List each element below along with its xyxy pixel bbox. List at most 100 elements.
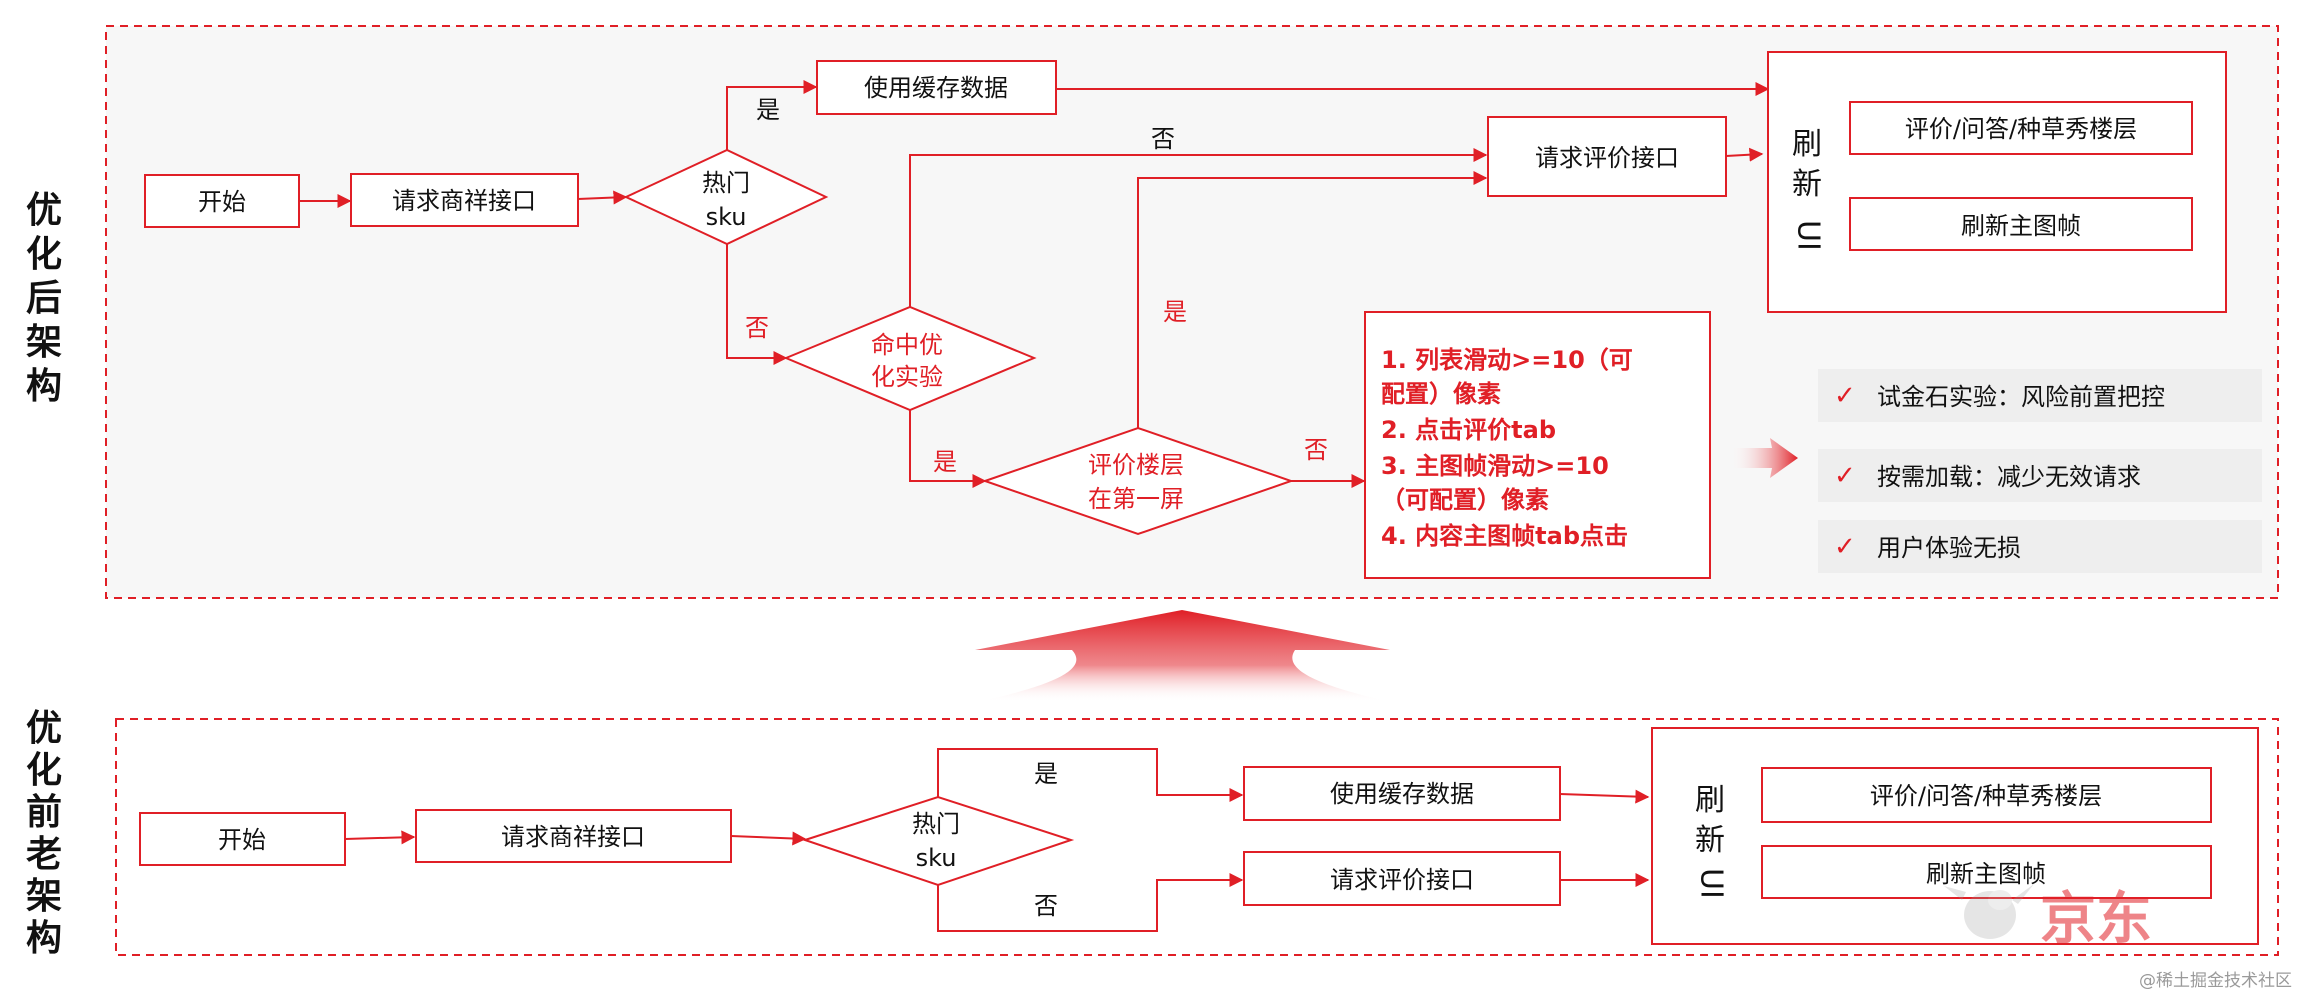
opt-hot-sku-decision [623, 148, 829, 246]
side-title-char: 优 [26, 190, 62, 231]
side-title-char: 优 [26, 708, 62, 749]
upgrade-arrow-icon [975, 610, 1390, 702]
benefit-item [1818, 369, 2262, 422]
opt-refresh-main-frame-node [1849, 197, 2193, 251]
legacy-request-product-label: 请求商祥接口 [501, 823, 645, 851]
opt-experiment-yes-label: 是 [933, 448, 957, 476]
watermark: @稀土掘金技术社区 [2139, 971, 2292, 991]
legacy-yes-label: 是 [1034, 760, 1058, 788]
check-icon: ✓ [1834, 532, 1856, 562]
edge-request-to-hot [577, 190, 628, 205]
condition-line: （可配置）像素 [1381, 486, 1549, 514]
edge-hot-yes-to-cache [726, 80, 818, 150]
legacy-start-node [139, 812, 346, 866]
benefit-item [1818, 449, 2262, 502]
side-title-char: 架 [26, 322, 62, 363]
opt-request-product-node [350, 173, 579, 227]
opt-hot-no-label: 否 [745, 314, 769, 342]
legacy-hot-sku-label-line1: 热门 [912, 810, 960, 838]
opt-refresh-ui-container [1767, 51, 2227, 313]
legacy-review-qa-floor-node [1761, 767, 2212, 823]
benefit-text: 试金石实验：风险前置把控 [1877, 383, 2165, 411]
edge-start-to-request [344, 830, 416, 845]
opt-floor-decision [981, 426, 1295, 536]
legacy-use-cache-label: 使用缓存数据 [1330, 780, 1474, 808]
opt-floor-label-line1: 评价楼层 [1088, 451, 1184, 479]
benefit-pointer-arrow [1730, 438, 1798, 478]
opt-refresh-main-frame-label: 刷新主图帧 [1961, 212, 2081, 240]
opt-request-review-node [1487, 116, 1727, 197]
legacy-refresh-ui-title: 刷 新 UI [1694, 783, 1729, 899]
legacy-connectors [344, 748, 1650, 932]
legacy-request-product-node [415, 809, 732, 863]
jd-logo: 京东 [2040, 887, 2152, 952]
optimized-side-title: 优 化 后 架 构 [26, 190, 62, 407]
opt-use-cache-label: 使用缓存数据 [864, 74, 1008, 102]
side-title-char: 前 [26, 792, 62, 833]
check-icon: ✓ [1834, 381, 1856, 411]
side-title-char: 构 [26, 366, 62, 407]
opt-refresh-ui-title: 刷 新 UI [1791, 127, 1826, 251]
side-title-char: 构 [26, 918, 62, 959]
legacy-refresh-main-frame-node [1761, 845, 2212, 899]
opt-conditions-box [1364, 311, 1711, 579]
refresh-ui-char: 新 [1695, 823, 1725, 858]
opt-experiment-no-label: 否 [1151, 125, 1175, 153]
benefit-text: 用户体验无损 [1877, 534, 2021, 562]
legacy-start-label: 开始 [218, 826, 266, 854]
benefit-item [1818, 520, 2262, 573]
opt-experiment-label-line1: 命中优 [871, 331, 943, 359]
legacy-side-title: 优 化 前 老 架 构 [26, 708, 62, 959]
edge-request-to-hot [730, 831, 807, 846]
edge-review-to-refresh [1725, 147, 1764, 162]
legacy-hot-sku-label-line2: sku [916, 844, 957, 872]
side-title-char: 架 [26, 876, 62, 917]
refresh-ui-char: UI [1694, 868, 1729, 899]
opt-hot-sku-label-line2: sku [706, 203, 747, 231]
condition-line: 4. 内容主图帧tab点击 [1381, 522, 1628, 550]
opt-review-qa-floor-label: 评价/问答/种草秀楼层 [1905, 115, 2137, 143]
opt-experiment-decision [783, 305, 1037, 412]
opt-floor-no-label: 否 [1304, 436, 1328, 464]
legacy-hot-sku-decision [801, 795, 1075, 887]
edge-cache-to-refresh [1559, 789, 1650, 804]
check-icon: ✓ [1834, 461, 1856, 491]
edge-experiment-yes-to-floor [909, 410, 987, 488]
condition-line: 1. 列表滑动>=10（可 [1381, 346, 1633, 374]
edge-floor-yes-to-review [1137, 171, 1488, 428]
opt-floor-label-line2: 在第一屏 [1088, 485, 1184, 513]
condition-line: 3. 主图帧滑动>=10 [1381, 452, 1609, 480]
optimized-connectors [300, 80, 1770, 488]
side-title-char: 化 [26, 750, 62, 791]
legacy-request-review-label: 请求评价接口 [1330, 866, 1474, 894]
side-title-char: 老 [26, 834, 62, 875]
edge-hot-no-to-experiment [726, 244, 788, 365]
edge-experiment-no-to-review [909, 148, 1488, 307]
opt-benefits-list: ✓ 试金石实验：风险前置把控 ✓ 按需加载：减少无效请求 ✓ 用户体验无损 [1818, 369, 2262, 573]
opt-hot-sku-label-line1: 热门 [702, 169, 750, 197]
opt-start-label: 开始 [198, 188, 246, 216]
legacy-review-qa-floor-label: 评价/问答/种草秀楼层 [1870, 782, 2102, 810]
refresh-ui-char: 新 [1792, 167, 1822, 202]
edge-hot-no-to-review [937, 873, 1244, 932]
opt-request-product-label: 请求商祥接口 [392, 187, 536, 215]
side-title-char: 后 [26, 278, 62, 319]
condition-line: 配置）像素 [1381, 380, 1501, 408]
legacy-request-review-node [1243, 851, 1561, 906]
refresh-ui-char: UI [1791, 220, 1826, 251]
jd-mascot-icon [1944, 884, 2034, 939]
side-title-char: 化 [26, 234, 62, 275]
legacy-refresh-ui-container [1651, 727, 2259, 945]
legacy-refresh-main-frame-label: 刷新主图帧 [1926, 860, 2046, 888]
opt-experiment-label-line2: 化实验 [871, 363, 943, 391]
opt-start-node [144, 174, 300, 228]
edge-hot-yes-to-cache [937, 748, 1244, 802]
refresh-ui-char: 刷 [1792, 127, 1822, 162]
opt-use-cache-node [816, 60, 1057, 115]
opt-conditions-list: 1. 列表滑动>=10（可 配置）像素 2. 点击评价tab 3. 主图帧滑动>… [1381, 346, 1633, 550]
refresh-ui-char: 刷 [1695, 783, 1725, 818]
legacy-use-cache-node [1243, 766, 1561, 821]
legacy-no-label: 否 [1034, 892, 1058, 920]
opt-review-qa-floor-node [1849, 101, 2193, 155]
